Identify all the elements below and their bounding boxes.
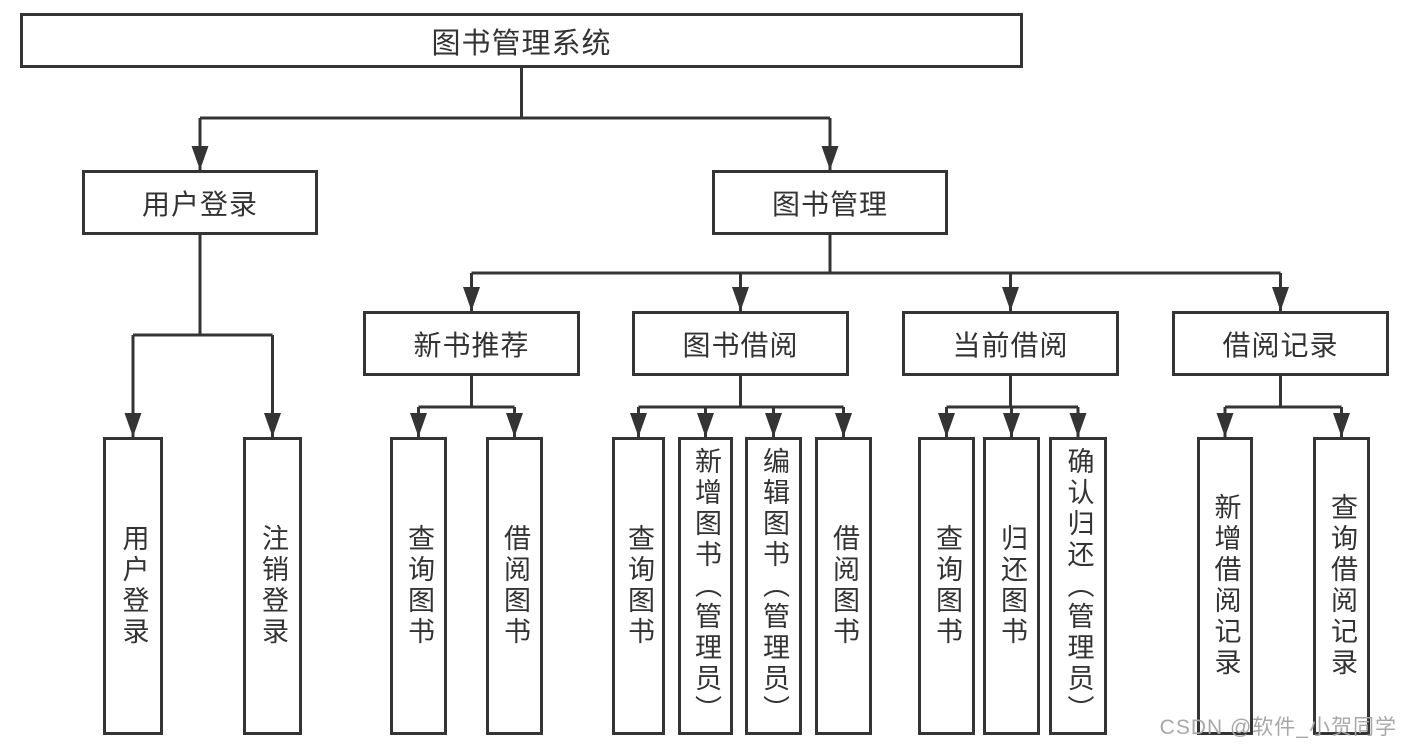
node-leaf-add-borrow-record: 新增借阅记录: [1197, 437, 1253, 735]
node-leaf-query-books-3: 查询图书: [918, 437, 975, 735]
node-current-borrow: 当前借阅: [902, 311, 1119, 376]
node-label: 用户登录: [118, 524, 149, 648]
node-leaf-user-login: 用户登录: [103, 437, 163, 735]
edge-borrow-record-children: [1216, 376, 1350, 437]
node-leaf-confirm-return-admin: 确认归还（管理员）: [1049, 437, 1107, 735]
node-label: 确认归还（管理员）: [1063, 446, 1094, 726]
node-leaf-query-books-2: 查询图书: [612, 437, 665, 735]
node-borrow-record: 借阅记录: [1172, 311, 1389, 376]
node-label: 查询图书: [932, 524, 962, 648]
node-label: 查询图书: [404, 524, 434, 648]
node-user-login: 用户登录: [82, 170, 318, 235]
node-label: 新增图书（管理员）: [691, 446, 721, 726]
node-label: 查询图书: [624, 524, 654, 648]
node-book-mgmt: 图书管理: [712, 170, 948, 235]
node-label: 新增借阅记录: [1210, 493, 1241, 679]
edge-book-mgmt-to-groups: [463, 235, 1289, 311]
node-leaf-edit-books-admin: 编辑图书（管理员）: [745, 437, 802, 735]
node-leaf-logout: 注销登录: [243, 437, 302, 735]
edge-user-login-to-children: [124, 235, 281, 437]
node-label: 注销登录: [258, 524, 288, 648]
node-leaf-add-books-admin: 新增图书（管理员）: [678, 437, 733, 735]
edge-book-borrow-children: [630, 376, 852, 437]
node-new-book-rec: 新书推荐: [363, 311, 580, 376]
edge-root-to-level2: [191, 68, 839, 170]
node-root-title: 图书管理系统: [20, 13, 1023, 68]
node-leaf-query-books-1: 查询图书: [390, 437, 447, 735]
node-leaf-borrow-books-1: 借阅图书: [486, 437, 543, 735]
node-book-borrow: 图书借阅: [632, 311, 849, 376]
node-label: 借阅图书: [500, 524, 530, 648]
node-label: 编辑图书（管理员）: [759, 446, 789, 726]
node-leaf-return-books: 归还图书: [983, 437, 1040, 735]
node-label: 查询借阅记录: [1327, 493, 1357, 679]
node-leaf-borrow-books-2: 借阅图书: [815, 437, 872, 735]
node-label: 归还图书: [997, 524, 1027, 648]
node-label: 借阅图书: [829, 524, 859, 648]
edge-new-book-rec-children: [410, 376, 523, 437]
csdn-watermark: CSDN @软件_小贺同学: [1159, 716, 1397, 739]
edge-current-borrow-children: [938, 376, 1087, 437]
node-leaf-query-borrow-record: 查询借阅记录: [1313, 437, 1370, 735]
